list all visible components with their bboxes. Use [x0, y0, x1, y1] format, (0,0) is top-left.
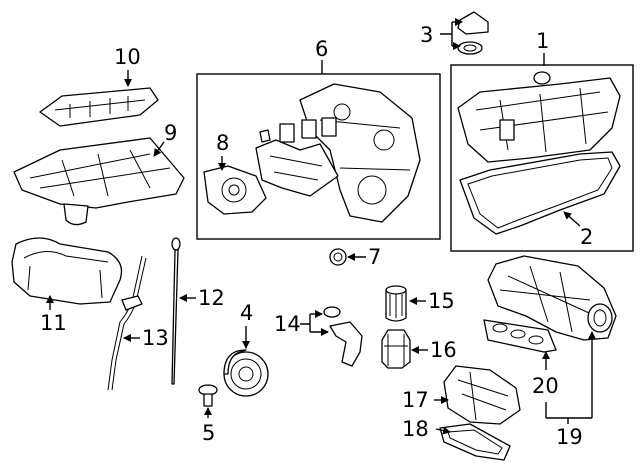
dipstick-part — [171, 237, 181, 385]
oil-pan-baffle-part — [39, 87, 159, 127]
intake-manifold-upper-part — [487, 255, 617, 341]
oil-jet-part — [323, 306, 363, 367]
callout-6: 6 — [315, 37, 328, 61]
callout-3: 3 — [420, 23, 433, 47]
callout-labels: 1 2 3 4 5 6 7 8 9 10 11 12 13 14 15 16 1… — [40, 23, 593, 449]
oil-filter-housing-part — [381, 329, 411, 369]
dipstick-tube-part — [107, 255, 147, 391]
valve-cover-part — [457, 71, 621, 163]
leader-2 — [563, 211, 581, 227]
timing-cover-gaskets-part — [255, 117, 339, 197]
intake-manifold-lower-part — [443, 365, 521, 425]
callout-9: 9 — [164, 121, 177, 145]
callout-14: 14 — [274, 312, 301, 336]
timing-cover-group-box — [196, 73, 441, 240]
callout-17: 17 — [402, 388, 429, 412]
leader-14 — [300, 314, 311, 332]
leader-18 — [435, 426, 451, 435]
upper-oil-pan-part — [13, 137, 185, 226]
callout-20: 20 — [532, 374, 559, 398]
callout-7: 7 — [368, 245, 381, 269]
intake-gaskets-part — [483, 319, 557, 353]
oil-filler-cap-part — [457, 11, 489, 55]
callout-4: 4 — [240, 301, 253, 325]
crankshaft-seal-part — [329, 248, 347, 266]
valve-cover-group-box — [450, 64, 634, 252]
oil-filter-part — [385, 285, 407, 322]
leader-9 — [153, 141, 165, 157]
callout-10: 10 — [114, 45, 141, 69]
callout-11: 11 — [40, 311, 67, 335]
callout-1: 1 — [536, 29, 549, 53]
callout-19: 19 — [556, 425, 583, 449]
pulley-bolt-part — [198, 384, 218, 407]
callout-13: 13 — [142, 326, 169, 350]
callout-12: 12 — [198, 286, 225, 310]
callout-16: 16 — [430, 338, 457, 362]
callout-8: 8 — [216, 131, 229, 155]
lower-oil-pan-part — [11, 237, 123, 305]
callout-18: 18 — [402, 417, 429, 441]
valve-cover-gasket-part — [459, 151, 621, 235]
leader-lines — [46, 18, 596, 435]
callout-5: 5 — [202, 421, 215, 445]
crankshaft-pulley-part — [223, 349, 269, 397]
manifold-gasket-part — [439, 423, 511, 461]
callout-2: 2 — [580, 225, 593, 249]
callout-15: 15 — [428, 289, 455, 313]
leader-19 — [546, 417, 592, 424]
water-pump-part — [203, 165, 267, 215]
leader-3 — [440, 22, 453, 46]
